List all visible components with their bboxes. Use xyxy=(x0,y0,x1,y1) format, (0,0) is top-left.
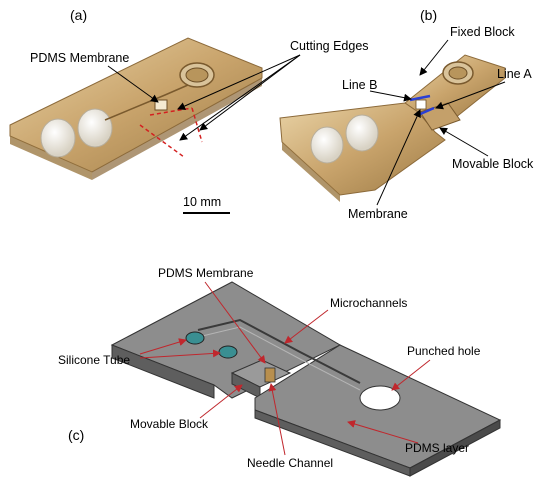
needle-channel-3d xyxy=(264,367,276,383)
label-silicone-tube: Silicone Tube xyxy=(58,353,130,367)
microchannel-path xyxy=(197,318,361,384)
punched-hole-3d xyxy=(359,385,401,411)
panel-c: (c) PDMS Membrane Microchan xyxy=(58,266,502,477)
label-line-b: Line B xyxy=(342,78,377,92)
tube-a-1 xyxy=(40,118,76,158)
label-cutting-edges: Cutting Edges xyxy=(290,39,369,53)
label-pdms-membrane-c: PDMS Membrane xyxy=(158,266,254,280)
panel-a: (a) PDMS Membrane Cutting Edges xyxy=(9,7,369,214)
label-pdms-layer: PDMS layer xyxy=(405,441,469,455)
label-fixed-block: Fixed Block xyxy=(450,25,515,39)
label-movable-block-b: Movable Block xyxy=(452,157,534,171)
panel-b: (b) Fixed Block Line A Line B Movab xyxy=(279,7,534,221)
label-line-a: Line A xyxy=(497,67,532,81)
label-microchannels: Microchannels xyxy=(330,296,407,310)
tube-a-2 xyxy=(77,108,113,148)
label-pdms-membrane-a: PDMS Membrane xyxy=(30,51,129,65)
chip-a xyxy=(9,37,263,180)
membrane-a xyxy=(154,99,168,111)
cut-line-right xyxy=(191,107,203,143)
membrane-b xyxy=(415,99,427,110)
label-membrane-b: Membrane xyxy=(348,207,408,221)
cut-line-left xyxy=(139,124,185,158)
scale-bar-label: 10 mm xyxy=(183,195,221,209)
panel-a-label: (a) xyxy=(70,7,87,23)
label-movable-block-c: Movable Block xyxy=(130,417,209,431)
label-needle-channel: Needle Channel xyxy=(247,456,333,470)
panel-b-label: (b) xyxy=(420,7,437,23)
inlet-well-2 xyxy=(218,345,238,359)
label-punched-hole: Punched hole xyxy=(407,344,481,358)
pdms-chip-3d xyxy=(110,281,502,477)
line-b-mark xyxy=(409,94,431,102)
chip-b xyxy=(279,54,506,202)
inlet-well-1 xyxy=(185,331,205,345)
panel-c-label: (c) xyxy=(68,427,84,443)
